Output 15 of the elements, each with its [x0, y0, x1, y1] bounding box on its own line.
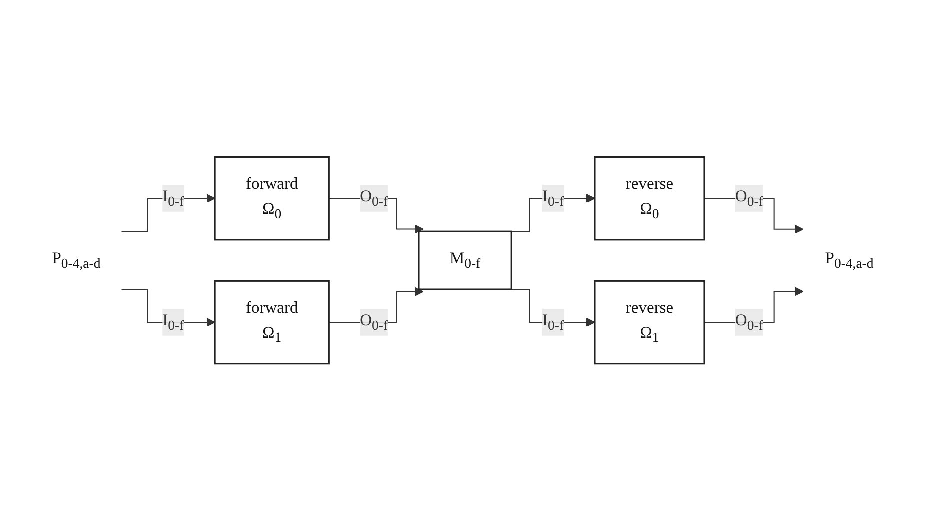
- edge-label: O$_{0-f}$: [360, 188, 388, 210]
- edge-label: O$_{0-f}$: [735, 312, 764, 334]
- edge-label: I$_{0-f}$: [162, 312, 184, 334]
- edge-label: O$_{0-f}$: [360, 312, 388, 334]
- node-box: M$_{0-f}$: [418, 231, 512, 291]
- edge-label: I$_{0-f}$: [542, 312, 564, 334]
- node-text: P$_{0-4,a-d}$: [52, 250, 101, 272]
- edge-label: O$_{0-f}$: [735, 188, 764, 210]
- node-box: forward Ω$_{0}$: [214, 156, 330, 242]
- node-text: P$_{0-4,a-d}$: [825, 250, 874, 272]
- node-box: reverse Ω$_{0}$: [594, 156, 706, 242]
- node-box: forward Ω$_{1}$: [214, 280, 330, 366]
- edge-label: I$_{0-f}$: [162, 188, 184, 210]
- node-box: reverse Ω$_{1}$: [594, 280, 706, 366]
- edge-label: I$_{0-f}$: [542, 188, 564, 210]
